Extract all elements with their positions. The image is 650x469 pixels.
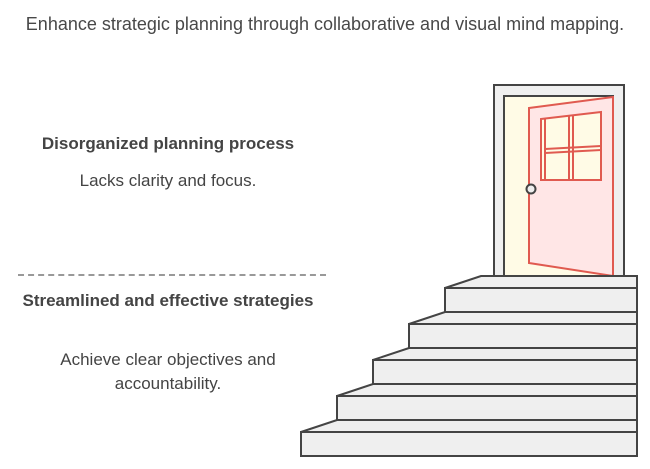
after-heading: Streamlined and effective strategies: [22, 291, 314, 310]
door-knob-icon: [525, 183, 537, 195]
before-description: Lacks clarity and focus.: [79, 171, 257, 190]
after-description: Achieve clear objectives and accountabil…: [60, 350, 276, 393]
dashed-divider: [18, 274, 326, 276]
open-door-icon: [525, 95, 614, 278]
page-title: Enhance strategic planning through colla…: [25, 14, 625, 34]
stairs: [300, 275, 638, 457]
before-heading: Disorganized planning process: [41, 134, 295, 153]
